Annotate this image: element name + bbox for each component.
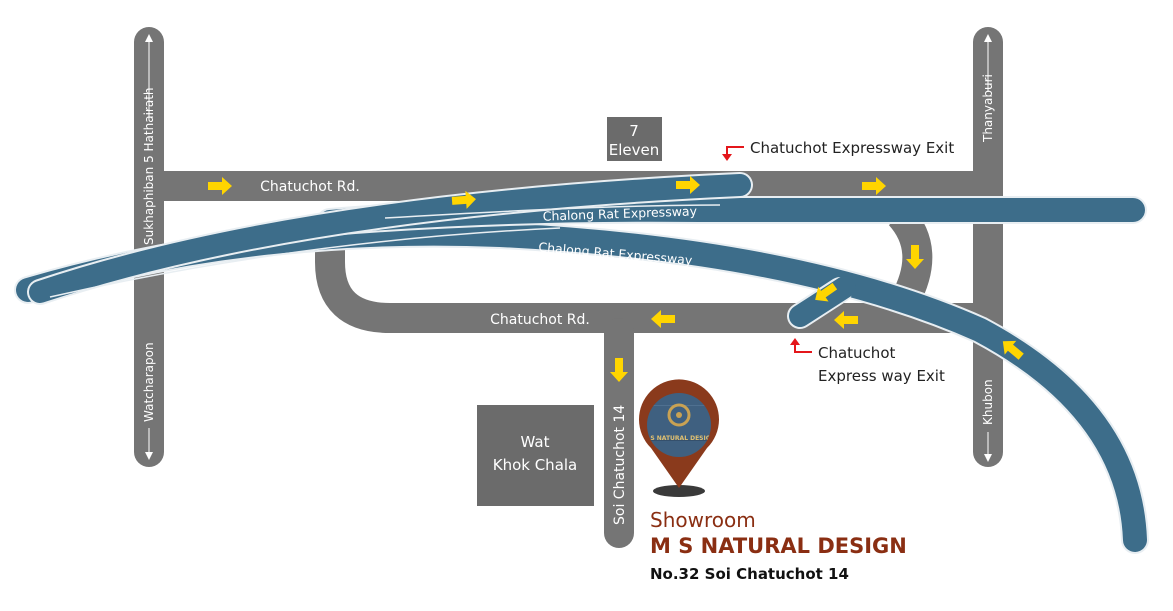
arrow-down-icon [610,358,628,382]
sukhaphiban-label: Sukhaphiban 5 Hathairath [142,88,156,246]
arrow-down-icon [906,245,924,269]
landmark-wat-khok-chala: Wat Khok Chala [477,405,594,506]
destination-name: M S NATURAL DESIGN [650,534,907,558]
expressway-network: Chalong Rat Expressway Chalong Rat Expre… [14,172,1149,554]
destination-label: Showroom [650,508,756,532]
landmark-seven-eleven: 7 Eleven [607,117,662,161]
watcharapon-label: Watcharapon [142,342,156,422]
road-label-thanyaburi: Thanyaburi [981,34,995,143]
wat-label-2: Khok Chala [493,456,578,474]
arrow-left-icon [651,310,675,328]
exit-label-bottom-1: Chatuchot [818,344,895,362]
exit-label-bottom-2: Express way Exit [818,367,945,385]
road-label-chatuchot-top: Chatuchot Rd. [260,179,360,195]
location-pin-icon[interactable]: M S NATURAL DESIGN [639,379,720,497]
exit-marker-top: Chatuchot Expressway Exit [722,139,954,161]
exit-arrow-icon [794,344,812,353]
arrow-right-icon [676,176,700,194]
expressway-label-upper: Chalong Rat Expressway [542,203,697,223]
seven-eleven-label-2: Eleven [609,141,660,159]
arrow-right-icon [862,177,886,195]
arrow-right-icon [451,190,476,209]
exit-arrow-icon [726,146,744,156]
road-label-khubon: Khubon [981,379,995,462]
khubon-label: Khubon [981,379,995,425]
arrow-left-icon [834,311,858,329]
road-label-chatuchot-bottom: Chatuchot Rd. [490,312,590,328]
exit-label-top: Chatuchot Expressway Exit [750,139,954,157]
road-thanyaburi-khubon [973,27,1003,467]
arrow-down-left-icon [815,282,838,302]
direction-arrows [208,176,1024,382]
road-label-watcharapon: Watcharapon [142,342,156,460]
road-label-soi-chatuchot-14: Soi Chatuchot 14 [612,405,628,525]
pin-sign-text: M S NATURAL DESIGN [642,435,715,442]
seven-eleven-label: 7 [629,122,639,140]
wat-label: Wat [521,433,550,451]
arrow-right-icon [208,177,232,195]
road-label-sukhaphiban: Sukhaphiban 5 Hathairath [142,34,156,246]
destination-address: No.32 Soi Chatuchot 14 [650,565,849,583]
thanyaburi-label: Thanyaburi [981,74,995,143]
arrow-up-left-icon [1002,340,1024,360]
exit-marker-bottom: Chatuchot Express way Exit [790,338,945,385]
road-soi-chatuchot-14 [604,318,634,548]
road-chatuchot-bottom [315,215,988,333]
